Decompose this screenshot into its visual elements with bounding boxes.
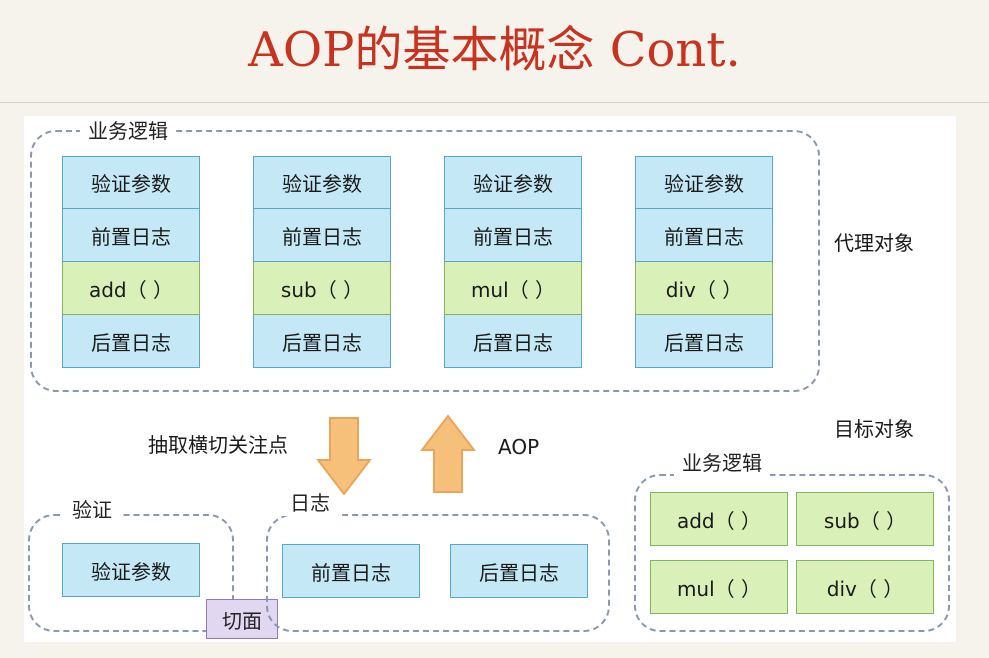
extract-concerns-label: 抽取横切关注点 xyxy=(148,433,288,457)
aop-label: AOP xyxy=(498,435,540,459)
log-pre-box: 前置日志 xyxy=(282,544,420,598)
post-log-box: 后置日志 xyxy=(444,315,582,368)
target-method-sub-box: sub（ ） xyxy=(796,492,934,546)
title-divider xyxy=(0,102,989,103)
target-method-add-box: add（ ） xyxy=(650,492,788,546)
post-log-box: 后置日志 xyxy=(62,315,200,368)
pre-log-box: 前置日志 xyxy=(253,209,391,262)
diagram-canvas: 业务逻辑 验证参数 前置日志 add（ ） 后置日志 验证参数 前置日志 sub… xyxy=(24,116,956,642)
pre-log-box: 前置日志 xyxy=(444,209,582,262)
validate-params-box: 验证参数 xyxy=(444,156,582,209)
target-method-mul-box: mul（ ） xyxy=(650,560,788,614)
validation-region-label: 验证 xyxy=(64,497,120,523)
pre-log-box: 前置日志 xyxy=(635,209,773,262)
method-add-box: add（ ） xyxy=(62,262,200,315)
validate-params-box: 验证参数 xyxy=(635,156,773,209)
proxy-object-label: 代理对象 xyxy=(834,231,914,255)
validation-aspect-box: 验证参数 xyxy=(62,543,200,597)
target-method-div-box: div（ ） xyxy=(796,560,934,614)
target-object-label: 目标对象 xyxy=(834,417,914,441)
method-div-box: div（ ） xyxy=(635,262,773,315)
slide-title: AOP的基本概念 Cont. xyxy=(248,22,741,78)
validate-params-box: 验证参数 xyxy=(253,156,391,209)
post-log-box: 后置日志 xyxy=(635,315,773,368)
aspect-tag: 切面 xyxy=(206,599,278,639)
pre-log-box: 前置日志 xyxy=(62,209,200,262)
proxy-stack-sub: 验证参数 前置日志 sub（ ） 后置日志 xyxy=(253,156,391,368)
up-arrow-icon xyxy=(420,414,476,493)
method-mul-box: mul（ ） xyxy=(444,262,582,315)
validate-params-box: 验证参数 xyxy=(62,156,200,209)
log-post-box: 后置日志 xyxy=(450,544,588,598)
down-arrow-icon xyxy=(316,417,372,496)
validation-aspect-region xyxy=(28,514,234,632)
target-region-label: 业务逻辑 xyxy=(674,450,770,476)
proxy-stack-mul: 验证参数 前置日志 mul（ ） 后置日志 xyxy=(444,156,582,368)
log-aspect-region xyxy=(266,514,610,632)
proxy-region-label: 业务逻辑 xyxy=(80,118,176,144)
log-region-label: 日志 xyxy=(282,490,338,516)
method-sub-box: sub（ ） xyxy=(253,262,391,315)
proxy-stack-add: 验证参数 前置日志 add（ ） 后置日志 xyxy=(62,156,200,368)
post-log-box: 后置日志 xyxy=(253,315,391,368)
target-business-logic-region xyxy=(634,474,950,632)
proxy-stack-div: 验证参数 前置日志 div（ ） 后置日志 xyxy=(635,156,773,368)
proxy-business-logic-region xyxy=(30,130,820,392)
